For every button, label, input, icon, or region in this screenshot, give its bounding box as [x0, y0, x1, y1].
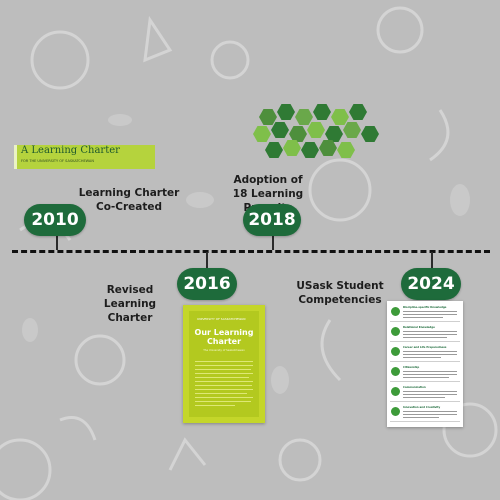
doc-row-heading: Citizenship [403, 366, 420, 369]
doc-text-line [403, 314, 457, 315]
doc-text-line [403, 351, 457, 352]
poster-text-line [195, 401, 251, 403]
doc-text-line [403, 394, 457, 395]
lightbulb-icon [391, 407, 400, 416]
caption-2016: Revised Learning Charter [103, 284, 157, 324]
year-pill-2018: 2018 [243, 204, 301, 236]
doc-text-line [403, 331, 457, 332]
doc-row-heading: Innovation and Creativity [403, 406, 441, 409]
hex-tile [307, 122, 325, 138]
hex-tile [331, 109, 349, 125]
charter-banner-thumbnail: A Learning Charter FOR THE UNIVERSITY OF… [14, 145, 155, 169]
connector-2024 [431, 252, 433, 272]
doc-text-line [403, 334, 457, 335]
poster-text-line [195, 393, 247, 395]
doc-text-line [403, 337, 447, 338]
doc-row-heading: Relational Knowledge [403, 326, 435, 329]
hex-tile [289, 126, 307, 142]
poster-text-line [195, 369, 251, 371]
compass-icon [391, 347, 400, 356]
doc-text-line [403, 397, 445, 398]
doc-row-heading: Communication [403, 386, 426, 389]
doc-text-line [403, 411, 457, 412]
hex-tile [361, 126, 379, 142]
caption-2024: USask Student Competencies [296, 280, 384, 306]
poster-text-line [195, 361, 253, 363]
hex-tile [265, 142, 283, 158]
poster-text-line [195, 377, 249, 379]
year-pill-2016: 2016 [177, 268, 237, 300]
doc-text-line [403, 317, 443, 318]
charter-banner-title: A Learning Charter [21, 145, 120, 156]
hex-tile [337, 142, 355, 158]
poster-text-line [195, 397, 253, 399]
hex-tile [283, 140, 301, 156]
poster-text-line [195, 385, 252, 387]
globe-icon [391, 367, 400, 376]
doc-text-line [403, 417, 439, 418]
poster-text-line [195, 373, 253, 375]
doc-row-heading: Discipline-specific Knowledge [403, 306, 447, 309]
hex-tile [277, 104, 295, 120]
doc-row: Discipline-specific Knowledge [390, 304, 460, 322]
year-pill-2024: 2024 [401, 268, 461, 300]
poster-title: Our Learning Charter [194, 328, 254, 346]
caption-2010: Learning Charter Co-Created [78, 187, 180, 213]
poster-text-line [195, 365, 253, 367]
doc-text-line [403, 311, 457, 312]
doc-text-line [403, 354, 457, 355]
hex-tile [295, 109, 313, 125]
poster-text-line [195, 405, 235, 407]
hex-tile [319, 140, 337, 156]
doc-text-line [403, 371, 457, 372]
poster-text-line [195, 381, 253, 383]
hex-tile [343, 122, 361, 138]
year-pill-2010: 2010 [24, 204, 86, 236]
leaf-icon [391, 307, 400, 316]
doc-text-line [403, 374, 457, 375]
competencies-document-thumbnail: Discipline-specific Knowledge Relational… [387, 301, 463, 427]
hex-tile [259, 109, 277, 125]
connector-2018 [272, 225, 274, 250]
doc-row: Innovation and Creativity [390, 404, 460, 422]
doc-text-line [403, 414, 457, 415]
charter-banner-subtitle: FOR THE UNIVERSITY OF SASKATCHEWAN [21, 159, 94, 163]
hex-tile [325, 126, 343, 142]
hex-tile [301, 142, 319, 158]
hexagon-cluster-thumbnail [253, 104, 383, 164]
doc-text-line [403, 391, 457, 392]
hex-tile [349, 104, 367, 120]
connector-2010 [56, 225, 58, 250]
doc-text-line [403, 357, 441, 358]
hex-tile [271, 122, 289, 138]
poster-logo: UNIVERSITY OF SASKATCHEWAN [197, 317, 246, 321]
doc-row: Citizenship [390, 364, 460, 382]
doc-text-line [403, 377, 449, 378]
poster-frame: UNIVERSITY OF SASKATCHEWAN Our Learning … [189, 311, 259, 417]
doc-row: Career and Life Preparedness [390, 344, 460, 362]
hex-tile [313, 104, 331, 120]
people-icon [391, 327, 400, 336]
hex-tile [253, 126, 271, 142]
doc-row: Relational Knowledge [390, 324, 460, 342]
doc-row-heading: Career and Life Preparedness [403, 346, 447, 349]
connector-2016 [206, 252, 208, 272]
poster-subtitle: The University of Saskatchewan [203, 349, 245, 352]
doc-row: Communication [390, 384, 460, 402]
speech-icon [391, 387, 400, 396]
poster-text-line [195, 389, 253, 391]
timeline-dashed-line [12, 250, 490, 253]
charter-poster-thumbnail: UNIVERSITY OF SASKATCHEWAN Our Learning … [183, 305, 265, 423]
